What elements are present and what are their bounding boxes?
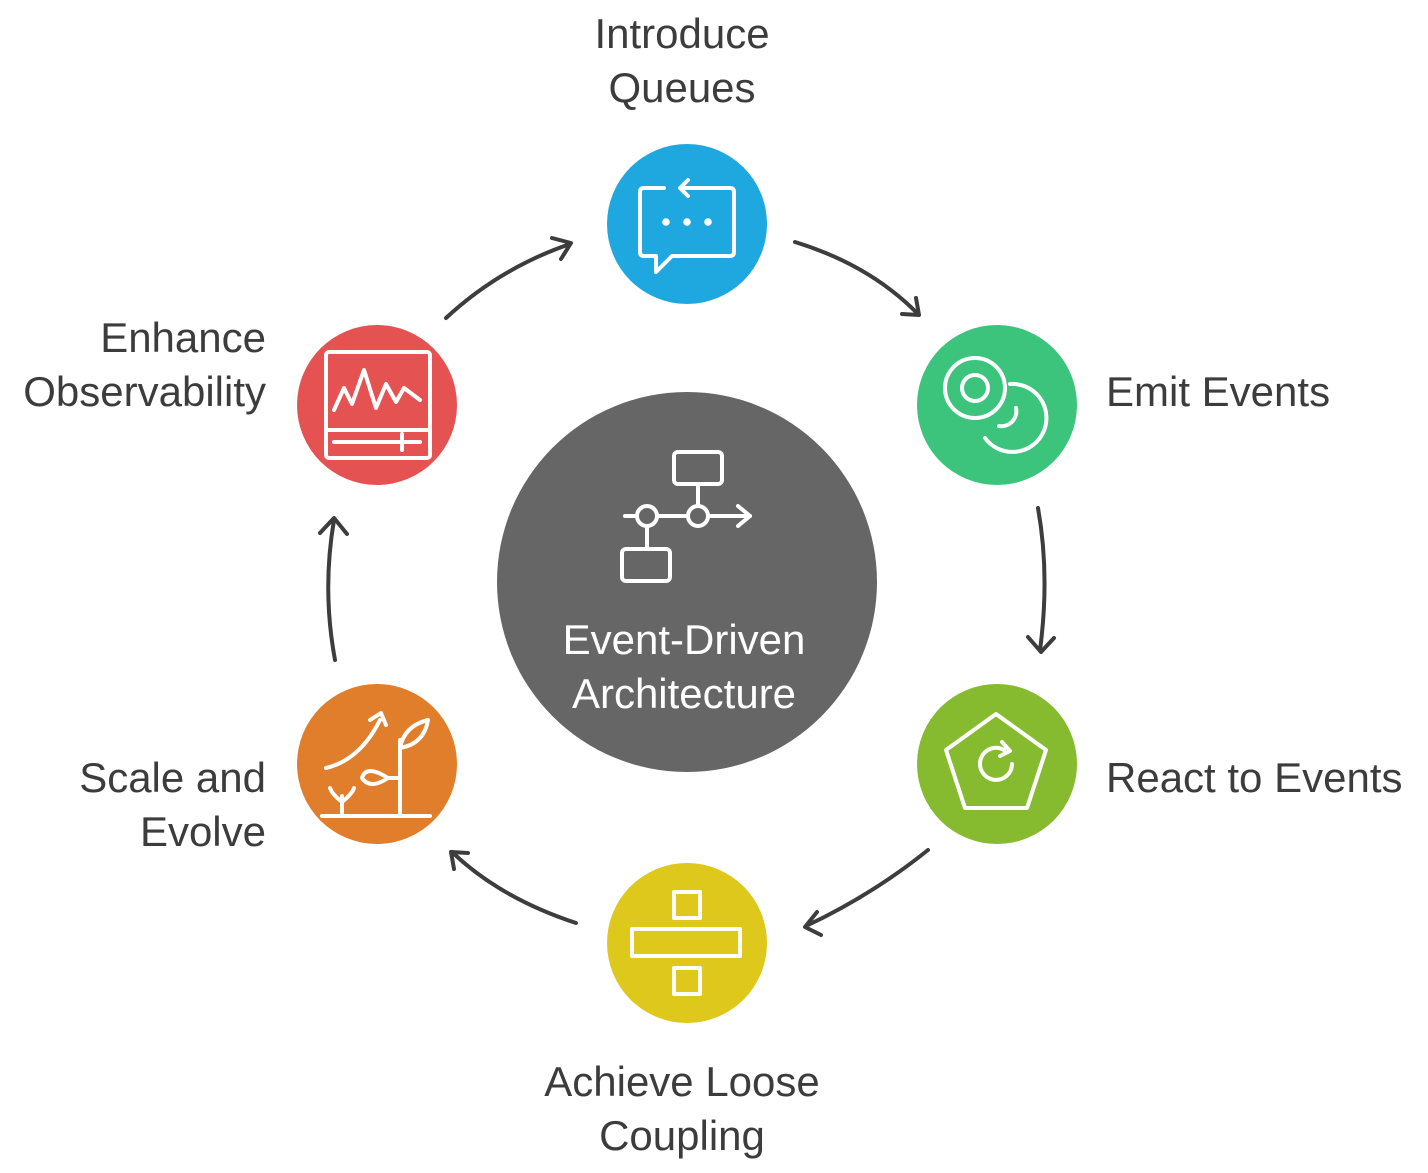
step-emit-events: Emit Events <box>917 325 1330 485</box>
step-label-line2: Evolve <box>140 808 266 855</box>
step-label-line2: Coupling <box>599 1112 765 1159</box>
chat-refresh-icon <box>638 178 736 274</box>
monitor-pulse-icon <box>324 350 432 460</box>
arrow-react-to-coupling <box>803 848 930 937</box>
arrow-scale-to-observability <box>318 516 349 662</box>
step-introduce-queues: Introduce Queues <box>594 10 770 304</box>
step-circle <box>607 863 767 1023</box>
step-label-line1: Introduce <box>594 10 769 57</box>
step-circle <box>297 684 457 844</box>
step-scale-and-evolve: Scale and Evolve <box>79 684 457 855</box>
cycle-arrows <box>318 236 1056 937</box>
center-title-line2: Architecture <box>572 670 796 717</box>
step-label-line1: Emit Events <box>1106 368 1330 415</box>
arrow-queues-to-emit <box>793 240 921 317</box>
step-label-line1: React to Events <box>1106 754 1402 801</box>
pentagon-refresh-icon <box>944 712 1048 810</box>
step-circle <box>917 684 1077 844</box>
growth-plant-icon <box>320 711 432 818</box>
step-label-line2: Observability <box>23 368 266 415</box>
step-achieve-loose-coupling: Achieve Loose Coupling <box>544 863 820 1159</box>
step-react-to-events: React to Events <box>917 684 1402 844</box>
step-label-line1: Enhance <box>100 314 266 361</box>
step-label-line1: Achieve Loose <box>544 1058 820 1105</box>
step-label-line2: Queues <box>608 64 755 111</box>
step-circle <box>917 325 1077 485</box>
arrow-emit-to-react <box>1026 506 1056 654</box>
center-title-line1: Event-Driven <box>563 616 806 663</box>
step-enhance-observability: Enhance Observability <box>23 314 457 485</box>
arrow-coupling-to-scale <box>449 850 578 925</box>
workflow-icon <box>620 450 752 583</box>
arrow-observability-to-queues <box>444 236 573 320</box>
discs-icon <box>943 356 1049 454</box>
center-node: Event-Driven Architecture <box>497 392 877 772</box>
divide-icon <box>630 890 742 996</box>
step-label-line1: Scale and <box>79 754 266 801</box>
center-circle <box>497 392 877 772</box>
